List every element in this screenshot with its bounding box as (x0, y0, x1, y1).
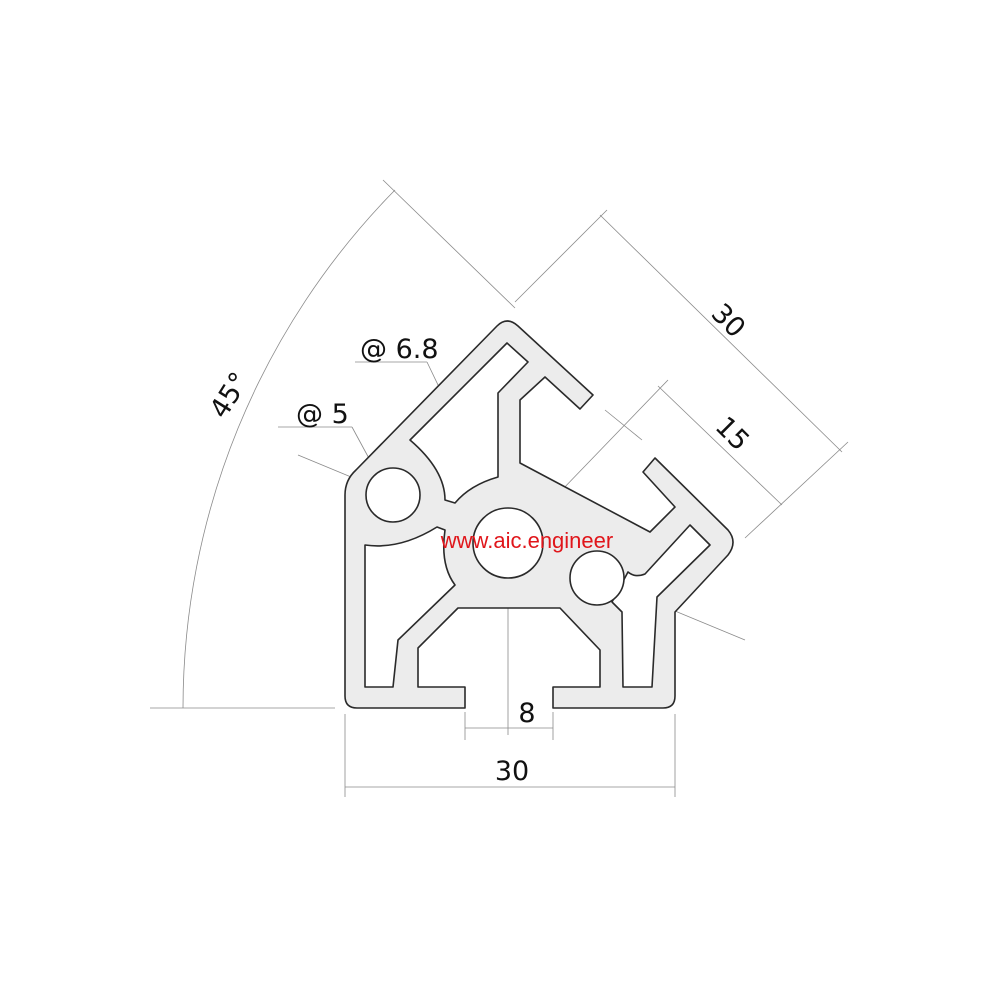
dim-slot-width: 8 (518, 698, 535, 729)
cavity-right (611, 524, 711, 688)
cavity-bottom-left (364, 526, 456, 688)
hole-side-right (569, 550, 625, 606)
hole-center (472, 507, 544, 579)
dim-center-hole: @ 6.8 (360, 334, 439, 365)
dim-width-bottom: 30 (495, 756, 529, 787)
watermark: www.aic.engineer (440, 528, 613, 553)
dim-half-diagonal: 15 (709, 411, 755, 457)
cavity-top-left (409, 342, 529, 504)
hole-side-left (365, 467, 421, 523)
dim-width-diagonal: 30 (705, 298, 751, 344)
dim-angle: 45° (204, 367, 256, 424)
dim-side-hole: @ 5 (296, 399, 349, 430)
